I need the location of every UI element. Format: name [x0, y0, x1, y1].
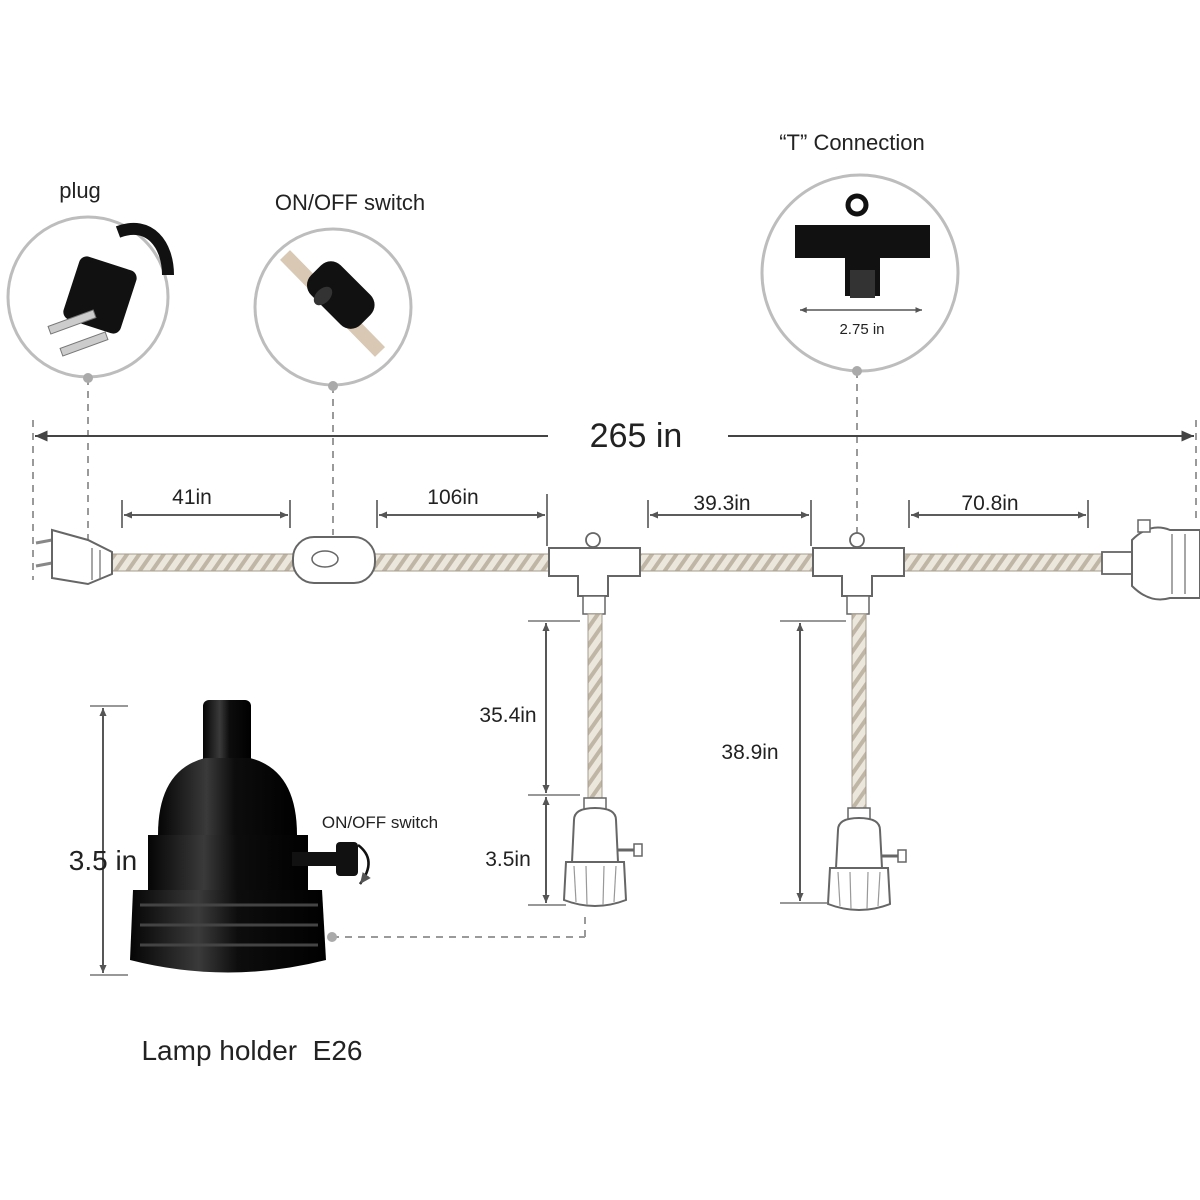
switch-label: ON/OFF switch: [275, 190, 425, 215]
cord-switch-icon: [292, 536, 376, 584]
lamp-holder-icon: [130, 700, 371, 973]
lamp-holder-detail: 3.5 in ON/OFF switch Lamp holder E26: [69, 700, 586, 1066]
drop-2-rope: [851, 613, 867, 811]
drop-1-rope: [587, 613, 603, 801]
segment-39-3in: 39.3in: [647, 492, 812, 546]
lamp-holder-switch-label: ON/OFF switch: [322, 813, 438, 832]
t-connector-icon: [795, 193, 930, 298]
segment-39-3in-label: 39.3in: [693, 492, 750, 515]
drop-1-length-label: 35.4in: [479, 704, 536, 727]
segment-70-8in: 70.8in: [908, 492, 1089, 528]
segment-41in: 41in: [121, 486, 291, 528]
drop-1: 35.4in 3.5in: [479, 613, 643, 907]
switch-leader-dot: [328, 381, 338, 391]
main-cord: [35, 519, 1200, 615]
switch-callout: ON/OFF switch: [253, 190, 425, 535]
drop-1-socket-label: 3.5in: [485, 848, 531, 871]
lamp-holder-leader-dot: [327, 932, 337, 942]
plug-leader-dot: [83, 373, 93, 383]
plug-label: plug: [59, 178, 101, 203]
lamp-holder-caption: Lamp holder E26: [141, 1035, 362, 1066]
drop-2: 38.9in: [721, 613, 907, 911]
segment-dimensions: 41in 106in 39.3in 70.8in: [121, 486, 1089, 546]
t-connection-callout: 2.75 in “T” Connection: [760, 130, 960, 545]
drop-2-length-label: 38.9in: [721, 741, 778, 764]
t-width-label: 2.75 in: [839, 321, 884, 338]
t-connection-label: “T” Connection: [779, 130, 925, 155]
plug-icon: [47, 222, 174, 357]
segment-106in-label: 106in: [427, 486, 478, 509]
drop-1-socket-icon: [562, 797, 643, 907]
cord-plug-icon: [35, 528, 113, 586]
total-length-dimension: 265 in: [32, 417, 1197, 580]
segment-70-8in-label: 70.8in: [961, 492, 1018, 515]
switch-icon: [279, 250, 386, 357]
segment-106in: 106in: [376, 486, 548, 546]
segment-41in-label: 41in: [172, 486, 212, 509]
lamp-holder-height-label: 3.5 in: [69, 845, 138, 876]
t-connector-2: [812, 532, 905, 615]
drop-2-socket-icon: [826, 807, 907, 911]
t-connection-leader-dot: [852, 366, 862, 376]
t-connector-1: [548, 532, 641, 615]
total-length-label: 265 in: [590, 417, 683, 455]
plug-callout: plug: [6, 178, 174, 555]
end-socket-icon: [1101, 519, 1200, 601]
